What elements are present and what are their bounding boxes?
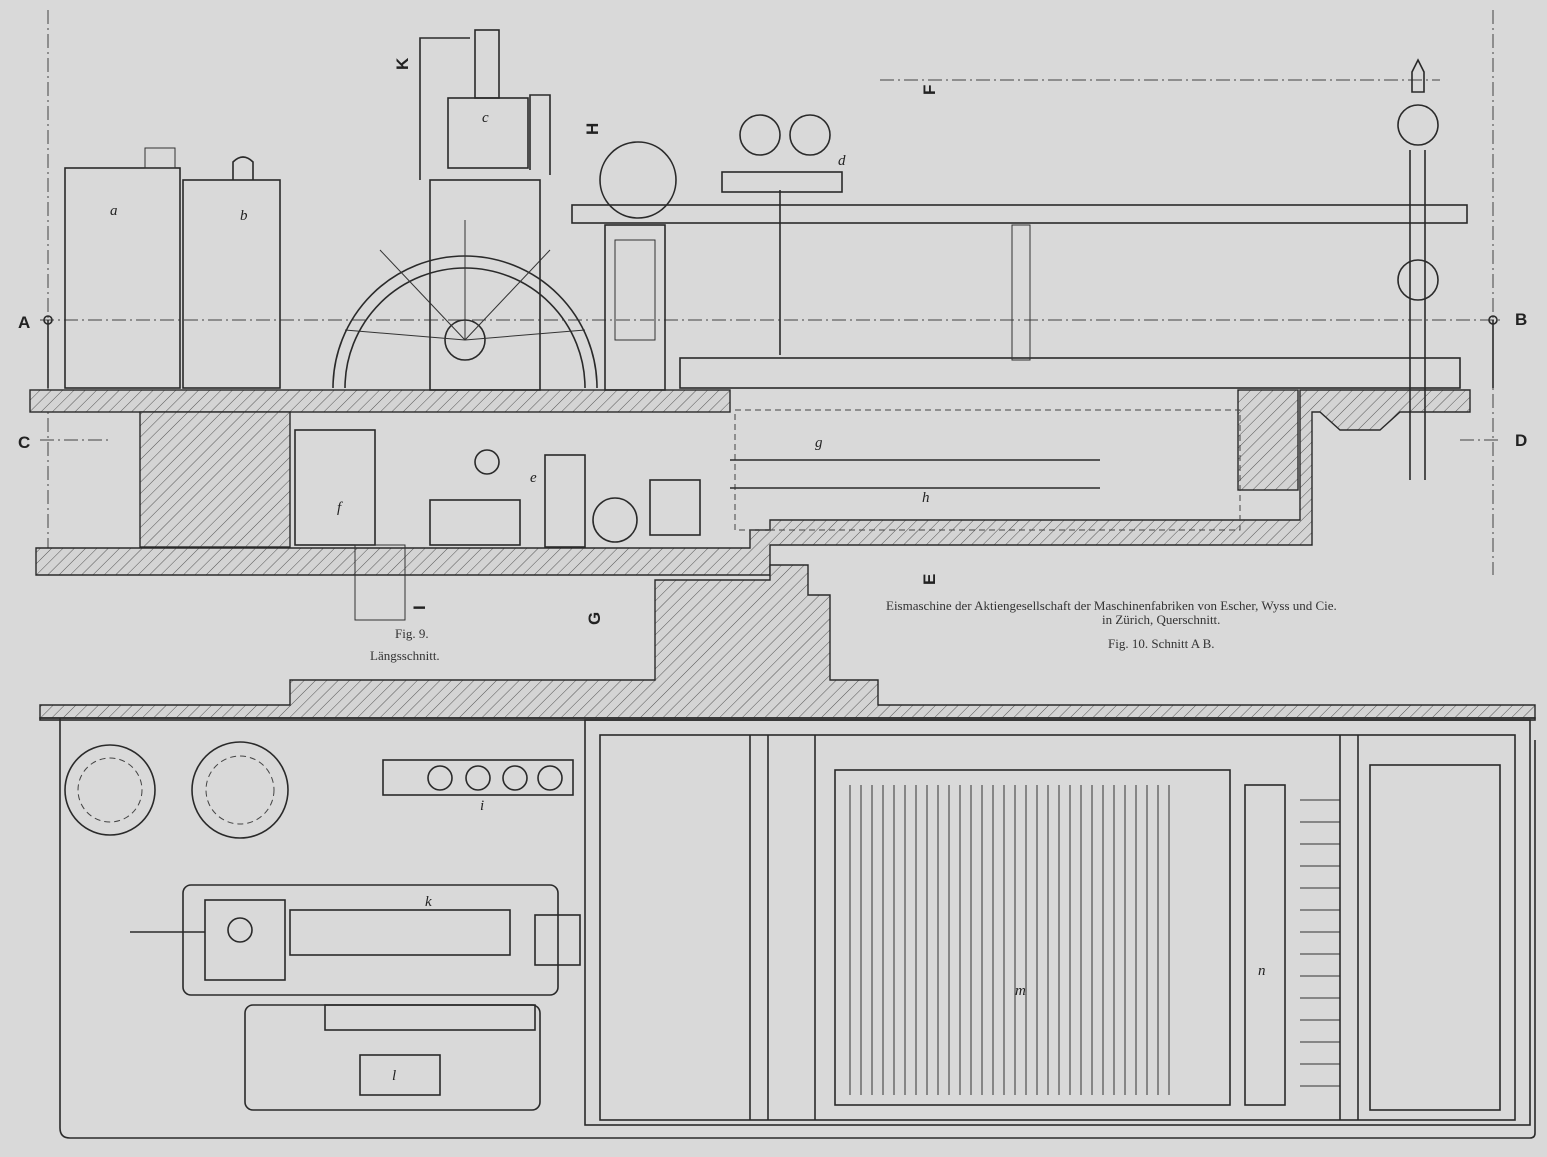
ice-tank-frame — [584, 719, 1531, 1126]
section-marks: A B C D E F G H I K — [18, 57, 1527, 625]
section-mark-d: D — [1515, 431, 1527, 450]
ice-cells — [849, 785, 1170, 1095]
cylinder-c — [447, 97, 529, 169]
lower-platform — [679, 357, 1461, 389]
section-mark-k: K — [393, 57, 412, 70]
label-a: a — [110, 203, 118, 219]
label-f: f — [337, 500, 343, 516]
section-mark-e: E — [920, 574, 939, 585]
tank-a — [64, 167, 181, 389]
section-mark-b: B — [1515, 310, 1527, 329]
label-m: m — [1015, 983, 1026, 999]
compressor-k — [182, 884, 559, 996]
ice-cell-m — [834, 769, 1231, 1106]
section-mark-c: C — [18, 433, 30, 452]
tank-round-left — [64, 744, 156, 836]
pulley-wheel — [599, 141, 677, 219]
label-b: b — [240, 208, 248, 224]
upper-rail — [571, 204, 1468, 224]
section-mark-f: F — [920, 85, 939, 95]
section-mark-i: I — [410, 605, 429, 610]
label-d: d — [838, 153, 846, 169]
foundation-block — [139, 411, 291, 548]
longitudinal-section — [29, 29, 1498, 621]
label-c: c — [482, 110, 489, 126]
plan-wall — [39, 564, 1536, 719]
label-h: h — [922, 490, 930, 506]
label-n: n — [1258, 963, 1266, 979]
fig10-heading-line2: in Zürich, Querschnitt. — [1102, 612, 1221, 627]
fig10-heading-line1: Eismaschine der Aktiengesellschaft der M… — [886, 598, 1337, 613]
floor-slab — [29, 389, 731, 413]
section-mark-g: G — [585, 612, 604, 625]
section-mark-a: A — [18, 313, 30, 332]
evaporator-n — [1244, 784, 1286, 1106]
fig9-number: Fig. 9. — [395, 626, 429, 641]
tank-b — [182, 179, 281, 389]
label-l: l — [392, 1068, 396, 1084]
fig9-title: Längsschnitt. — [370, 648, 440, 663]
label-i: i — [480, 798, 484, 814]
label-k: k — [425, 894, 432, 910]
part-labels: a b c d e f g h i k l m n — [110, 110, 1266, 1084]
section-mark-h: H — [583, 123, 602, 135]
plan-section — [39, 564, 1536, 1139]
label-e: e — [530, 470, 537, 486]
crane-trolley-d — [721, 171, 843, 193]
condenser-i — [382, 759, 574, 796]
pit-corner — [1237, 389, 1299, 491]
frame-lines — [40, 10, 1500, 575]
fig10-number-title: Fig. 10. Schnitt A B. — [1108, 636, 1215, 651]
label-g: g — [815, 435, 823, 451]
